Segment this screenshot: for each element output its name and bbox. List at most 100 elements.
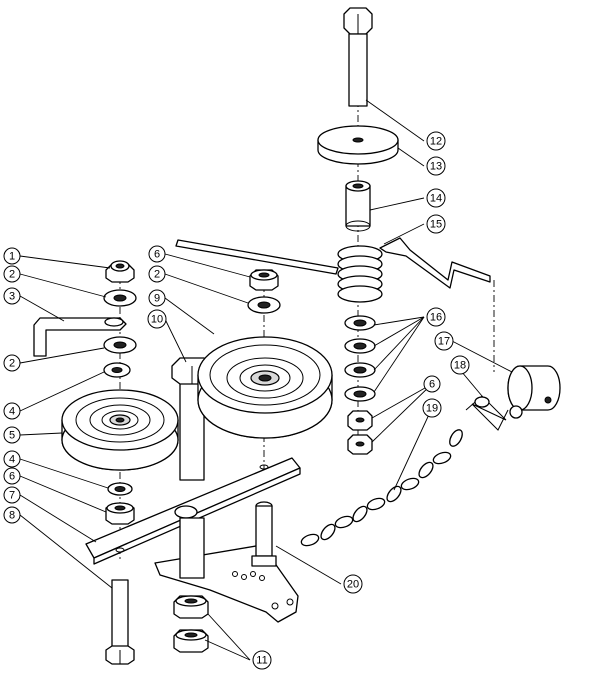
callout-balloon bbox=[3, 450, 21, 468]
callout-balloon bbox=[252, 650, 272, 670]
callout-number: 5 bbox=[9, 430, 15, 442]
callout-c2b: 2 bbox=[3, 354, 21, 372]
nut-6-left bbox=[105, 502, 135, 525]
callout-balloon bbox=[3, 354, 21, 372]
callout-c11: 11 bbox=[252, 650, 272, 670]
callout-c16: 16 bbox=[426, 307, 446, 327]
callout-c9: 9 bbox=[148, 289, 166, 307]
washer-16-b bbox=[344, 338, 376, 354]
pulley-9 bbox=[197, 336, 333, 439]
lock-nut-1 bbox=[105, 260, 135, 283]
torsion-spring-15 bbox=[175, 237, 491, 303]
callout-number: 20 bbox=[347, 579, 359, 591]
spacer-14 bbox=[345, 180, 371, 232]
callout-c20: 20 bbox=[343, 574, 363, 594]
callout-number: 19 bbox=[426, 403, 438, 415]
nut-11-lower bbox=[173, 629, 209, 653]
callout-number: 9 bbox=[154, 293, 160, 305]
callout-number: 14 bbox=[430, 193, 442, 205]
callout-c10: 10 bbox=[147, 309, 167, 329]
callout-c1: 1 bbox=[3, 247, 21, 265]
washer-13 bbox=[317, 125, 399, 165]
callout-number: 4 bbox=[9, 406, 15, 418]
callout-number: 13 bbox=[430, 161, 442, 173]
callout-c2c: 2 bbox=[148, 265, 166, 283]
callout-c4a: 4 bbox=[3, 402, 21, 420]
callout-number: 1 bbox=[9, 251, 15, 263]
callout-balloon bbox=[147, 309, 167, 329]
callout-number: 2 bbox=[9, 358, 15, 370]
callout-balloon bbox=[434, 331, 454, 351]
bolt-12 bbox=[343, 7, 373, 107]
callout-number: 11 bbox=[256, 655, 267, 667]
angle-bracket-3 bbox=[33, 317, 127, 357]
callout-balloon bbox=[3, 265, 21, 283]
callout-balloon bbox=[426, 214, 446, 234]
callout-number: 12 bbox=[430, 136, 442, 148]
pulley-5 bbox=[61, 389, 179, 471]
callout-number: 6 bbox=[429, 379, 435, 391]
callout-number: 18 bbox=[454, 360, 466, 372]
callout-c8: 8 bbox=[3, 506, 21, 524]
callout-balloon bbox=[343, 574, 363, 594]
callout-balloon bbox=[426, 307, 446, 327]
idler-plate bbox=[85, 457, 301, 565]
callout-number: 2 bbox=[154, 269, 160, 281]
washer-4-upper bbox=[103, 362, 131, 378]
callout-balloon bbox=[423, 375, 441, 393]
callout-balloon bbox=[3, 506, 21, 524]
callout-balloon bbox=[3, 287, 21, 305]
callout-c15: 15 bbox=[426, 214, 446, 234]
callout-number: 3 bbox=[9, 291, 15, 303]
callout-number: 16 bbox=[430, 312, 442, 324]
callout-balloon bbox=[3, 247, 21, 265]
nut-6-right-upper bbox=[347, 410, 373, 431]
callout-c6a: 6 bbox=[3, 467, 21, 485]
chain-19 bbox=[300, 429, 463, 547]
washer-4-lower bbox=[107, 482, 133, 496]
washer-2-left-upper bbox=[103, 289, 137, 307]
callout-c4b: 4 bbox=[3, 450, 21, 468]
callout-c6b: 6 bbox=[148, 245, 166, 263]
callout-number: 10 bbox=[151, 314, 163, 326]
callout-c13: 13 bbox=[426, 156, 446, 176]
washer-16-c bbox=[344, 362, 376, 378]
nut-6-middle bbox=[249, 269, 279, 291]
counterweight-17 bbox=[507, 365, 561, 411]
callout-c18: 18 bbox=[450, 355, 470, 375]
callout-balloon bbox=[422, 398, 442, 418]
callout-balloon bbox=[3, 486, 21, 504]
nut-6-right-lower bbox=[347, 434, 373, 455]
callout-balloon bbox=[148, 289, 166, 307]
callout-number: 4 bbox=[9, 454, 15, 466]
callout-c14: 14 bbox=[426, 188, 446, 208]
washer-2-left-lower bbox=[103, 336, 137, 354]
callout-number: 8 bbox=[9, 510, 15, 522]
callout-balloon bbox=[426, 188, 446, 208]
hair-pin-clip-18 bbox=[465, 395, 523, 431]
nut-11-upper bbox=[173, 595, 209, 619]
stud-20 bbox=[251, 501, 277, 567]
callout-c2a: 2 bbox=[3, 265, 21, 283]
callout-c19: 19 bbox=[422, 398, 442, 418]
callout-balloon bbox=[3, 467, 21, 485]
callout-balloon bbox=[3, 402, 21, 420]
callout-number: 6 bbox=[154, 249, 160, 261]
callout-c12: 12 bbox=[426, 131, 446, 151]
callout-number: 7 bbox=[9, 490, 15, 502]
washer-16-a bbox=[344, 315, 376, 331]
callout-c7: 7 bbox=[3, 486, 21, 504]
callout-c5: 5 bbox=[3, 426, 21, 444]
callout-balloon bbox=[148, 245, 166, 263]
washer-16-d bbox=[344, 386, 376, 402]
bolt-8 bbox=[105, 579, 135, 665]
callout-c6c: 6 bbox=[423, 375, 441, 393]
leader-lines bbox=[19, 99, 513, 661]
callout-balloon bbox=[3, 426, 21, 444]
callout-number: 2 bbox=[9, 269, 15, 281]
callout-balloon bbox=[426, 131, 446, 151]
callout-number: 17 bbox=[438, 336, 450, 348]
